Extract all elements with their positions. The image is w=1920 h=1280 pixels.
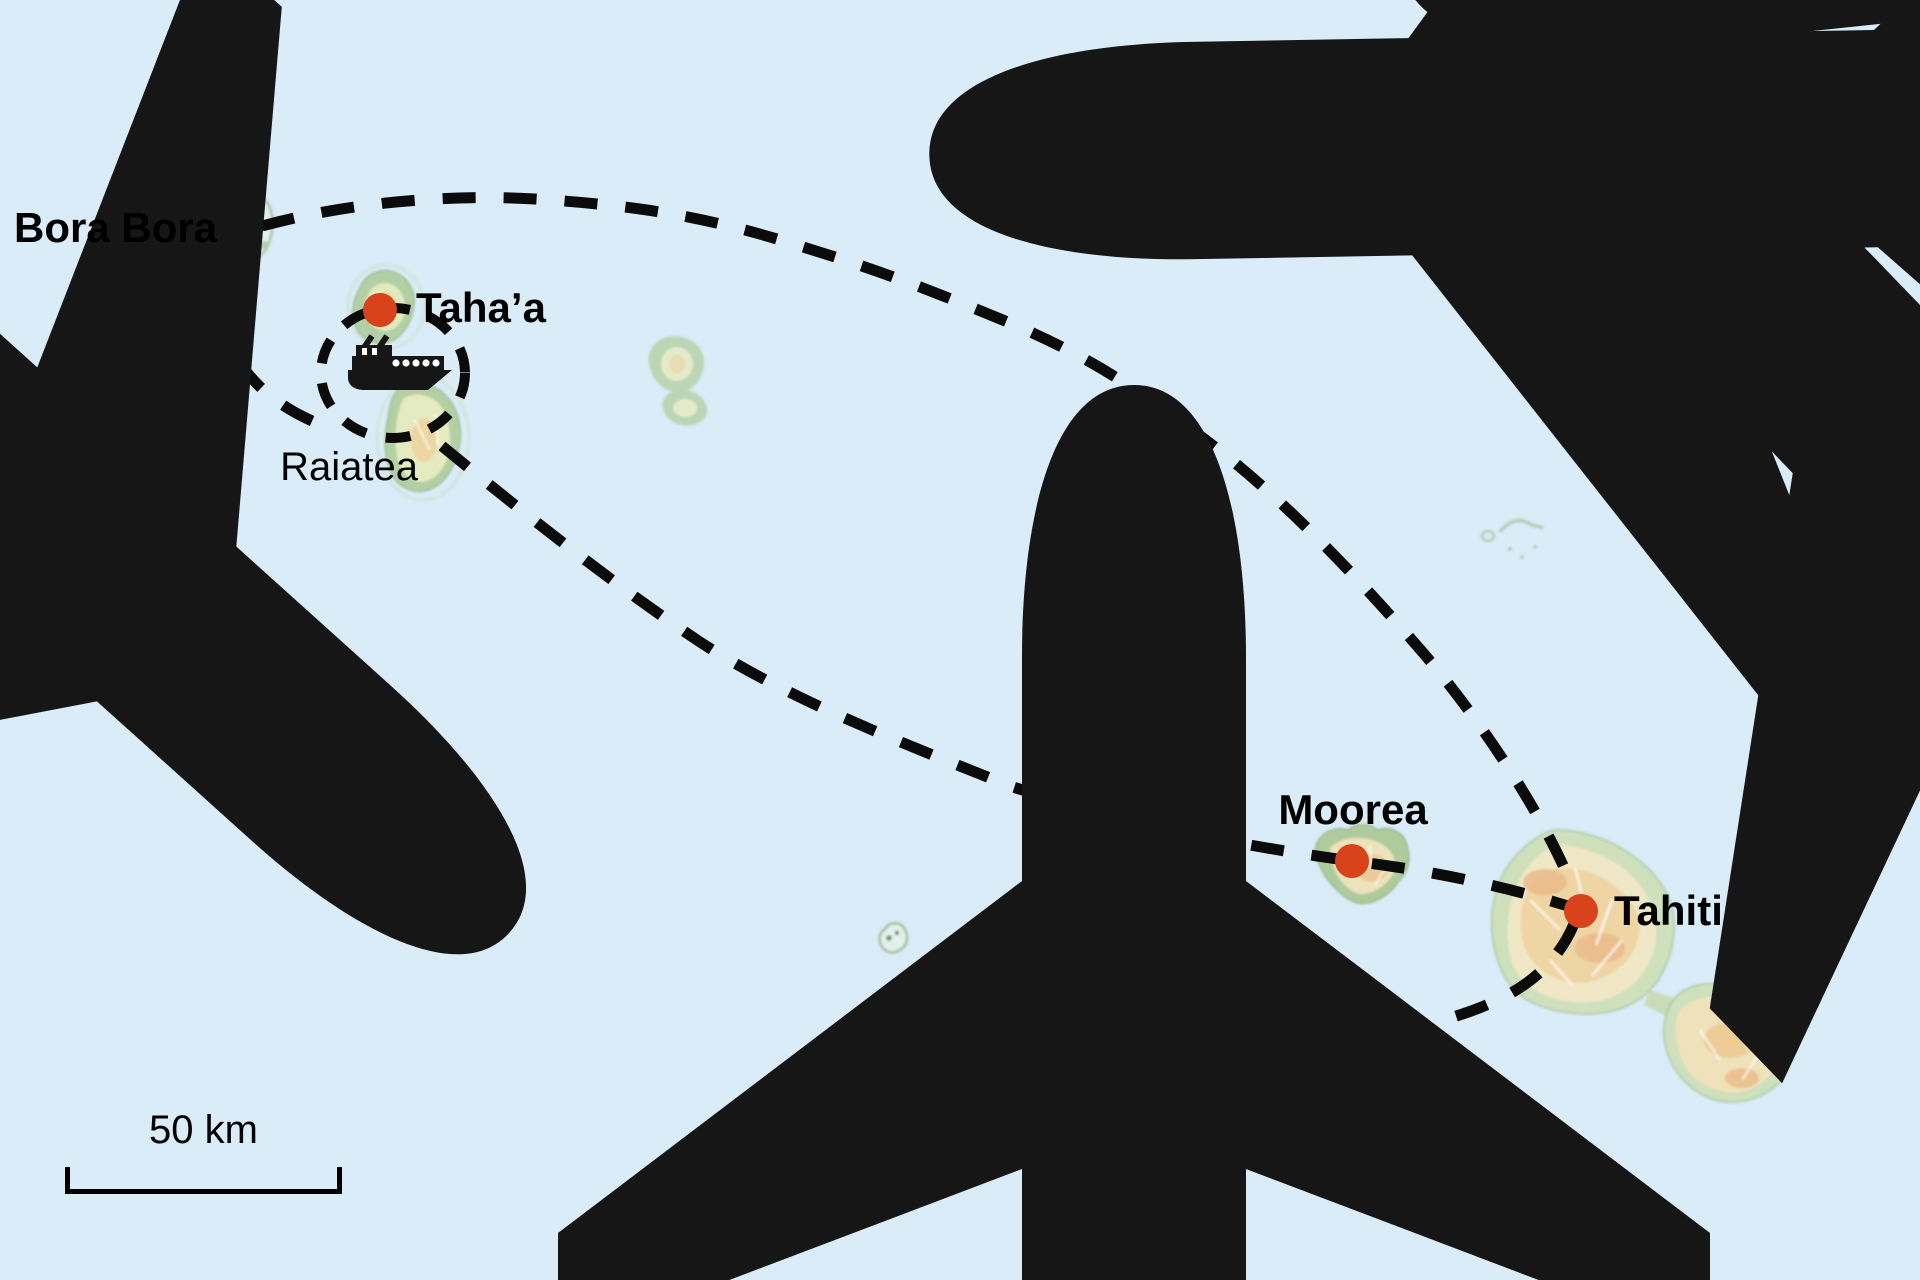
scale-bar-label: 50 km [149,1108,258,1152]
label-tahiti: Tahiti [1614,887,1723,934]
route-bora-bora-tahiti [260,192,1578,889]
route-tahiti-international [957,921,1580,1060]
island-tetiaroa [1480,518,1544,559]
cruise-ship-icon [348,334,452,390]
label-bora-bora: Bora Bora [14,204,218,251]
label-moorea: Moorea [1278,786,1428,833]
scale-bar-bracket [65,1167,342,1194]
marker-dot-tahiti [1564,894,1598,928]
label-tahaa: Taha’a [416,284,546,331]
label-raiatea: Raiatea [280,445,418,489]
airplane-icon [558,385,1710,1280]
marker-dot-moorea [1335,844,1369,878]
scale-bar: 50 km [65,1108,342,1194]
route-raiatea-moorea-tahiti [438,441,1570,912]
airplane-icon [0,0,868,1280]
marker-dot-tahaa [363,293,397,327]
island-raiatea [375,374,471,502]
island-maiao [878,922,909,954]
island-huahine [648,336,708,426]
